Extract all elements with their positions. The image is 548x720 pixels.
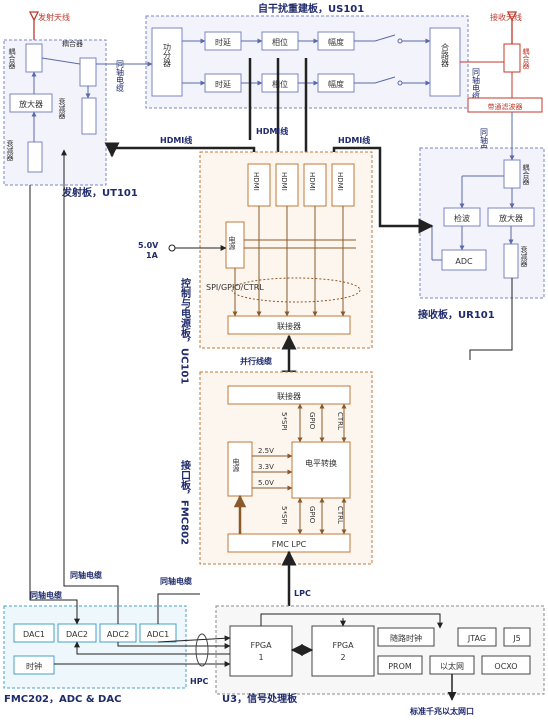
hdmi-port-4: HDMI [336, 172, 344, 191]
dac2: DAC2 [66, 630, 88, 639]
delay-1: 时延 [215, 37, 231, 47]
delay-2: 时延 [215, 79, 231, 89]
coax-label-1: 同轴电缆 [116, 60, 125, 93]
rx-amplifier: 放大器 [499, 213, 523, 223]
tx-attenuator-2: 衰减器 [6, 139, 14, 162]
combiner-label: 合路器 [441, 42, 450, 68]
tx-coupler-2: 耦合器 [62, 39, 83, 48]
fmc202-title: FMC202，ADC & DAC [4, 694, 121, 705]
splitter-label: 功分器 [163, 42, 172, 68]
hdmi-label-2: HDMI线 [256, 126, 288, 136]
parallel-cable-label: 并行线缆 [240, 356, 272, 366]
rx-bandpass: 带通滤波器 [488, 102, 523, 111]
lpc-label: LPC [294, 589, 311, 598]
coax-label-6: 同轴电缆 [160, 576, 192, 586]
tx-board: 耦合器 耦合器 放大器 衰减器 衰减器 发射板，UT101 [3, 39, 153, 199]
u3-title: U3，信号处理板 [222, 692, 298, 705]
u3-board: FPGA 1 FPGA 2 随路时钟 JTAG J5 PROM 以太网 OCXO… [215, 605, 545, 705]
rx-adc: ADC [455, 257, 473, 266]
hdmi-port-2: HDMI [280, 172, 288, 191]
coax-label-3: 同轴电缆 [480, 128, 489, 161]
tx-coupler-1: 耦合器 [8, 48, 16, 70]
power-current: 1A [146, 251, 159, 260]
rx-detector: 检波 [454, 213, 470, 223]
coax-label-4: 同轴电缆 [70, 570, 102, 580]
voltage-2: 3.3V [258, 463, 274, 471]
u3-jtag: JTAG [467, 634, 486, 643]
fpga1-line1: FPGA [250, 641, 272, 650]
rx-coupler-1: 耦合器 [522, 48, 530, 70]
hdmi-label-1: HDMI线 [160, 135, 192, 145]
interference-board-title: 自干扰重建板，US101 [258, 2, 364, 15]
amplitude-1: 幅度 [328, 37, 344, 47]
interface-power: 电源 [232, 457, 240, 473]
power-voltage: 5.0V [138, 241, 159, 250]
phase-1: 相位 [272, 37, 288, 47]
fmc202-board: DAC1 DAC2 ADC2 ADC1 时钟 FMC202，ADC & DAC [3, 605, 187, 705]
adc1: ADC1 [147, 630, 169, 639]
u3-j5: J5 [512, 634, 520, 643]
tx-antenna-label: 发射天线 [38, 12, 70, 22]
signal-ctrl-bottom: CTRL [336, 506, 344, 524]
signal-spi-bottom: 5*SPI [280, 506, 288, 525]
rx-coupler-2: 耦合器 [522, 164, 530, 186]
fpga2-line2: 2 [340, 653, 345, 662]
amplitude-2: 幅度 [328, 79, 344, 89]
rx-antenna-label: 接收天线 [490, 12, 522, 22]
fmc-clock: 时钟 [26, 661, 42, 671]
signal-gpio-top: GPIO [308, 412, 316, 430]
tx-board-title: 发射板，UT101 [61, 186, 138, 199]
u3-ethernet: 以太网 [440, 661, 464, 671]
interface-board-title: 接口板，FMC802 [179, 459, 191, 545]
tx-attenuator-1: 衰减器 [58, 97, 66, 120]
rx-attenuator: 衰减器 [520, 245, 528, 268]
u3-clock: 随路时钟 [390, 633, 422, 643]
u3-ocxo: OCXO [494, 662, 517, 671]
hdmi-port-1: HDMI [252, 172, 260, 191]
rx-board: 带通滤波器 耦合器 耦合器 检波 放大器 ADC 衰减器 接收板，UR101 [418, 43, 545, 321]
coax-label-5: 同轴电缆 [30, 590, 62, 600]
coax-label-2: 同轴电缆 [472, 68, 481, 101]
tx-amplifier: 放大器 [19, 99, 43, 109]
signal-ctrl-top: CTRL [336, 412, 344, 430]
control-connector: 联接器 [277, 321, 301, 331]
splitter-block [151, 27, 183, 97]
interface-connector: 联接器 [277, 391, 301, 401]
hdmi-port-3: HDMI [308, 172, 316, 191]
adc2: ADC2 [107, 630, 129, 639]
dac1: DAC1 [23, 630, 45, 639]
hdmi-label-3: HDMI线 [338, 135, 370, 145]
fpga1-line2: 1 [258, 653, 263, 662]
rx-antenna: 接收天线 [490, 11, 522, 44]
fpga2-line1: FPGA [332, 641, 354, 650]
level-shift: 电平转换 [305, 458, 337, 468]
hpc-label: HPC [190, 677, 209, 686]
voltage-3: 5.0V [258, 479, 274, 487]
signal-spi-top: 5*SPI [280, 412, 288, 431]
control-board: 控制与电源板，UC101 HDMI HDMI HDMI HDMI 电源 SPI/… [179, 151, 373, 385]
interface-board: 接口板，FMC802 联接器 电源 电平转换 2.5V 3.3V 5.0V 5*… [179, 371, 373, 565]
u3-prom: PROM [388, 662, 412, 671]
voltage-1: 2.5V [258, 447, 274, 455]
interference-board: 自干扰重建板，US101 功分器 时延 相位 幅度 时延 相位 幅度 合路器 [145, 2, 469, 140]
control-power: 电源 [228, 235, 236, 251]
ethernet-port-label: 标准千兆以太网口 [409, 706, 474, 716]
phase-2: 相位 [272, 79, 288, 89]
power-input: 5.0V 1A [138, 241, 227, 260]
fmc-lpc: FMC LPC [272, 540, 307, 549]
rx-board-title: 接收板，UR101 [418, 308, 495, 321]
control-board-title: 控制与电源板，UC101 [179, 277, 191, 385]
signal-gpio-bottom: GPIO [308, 506, 316, 524]
